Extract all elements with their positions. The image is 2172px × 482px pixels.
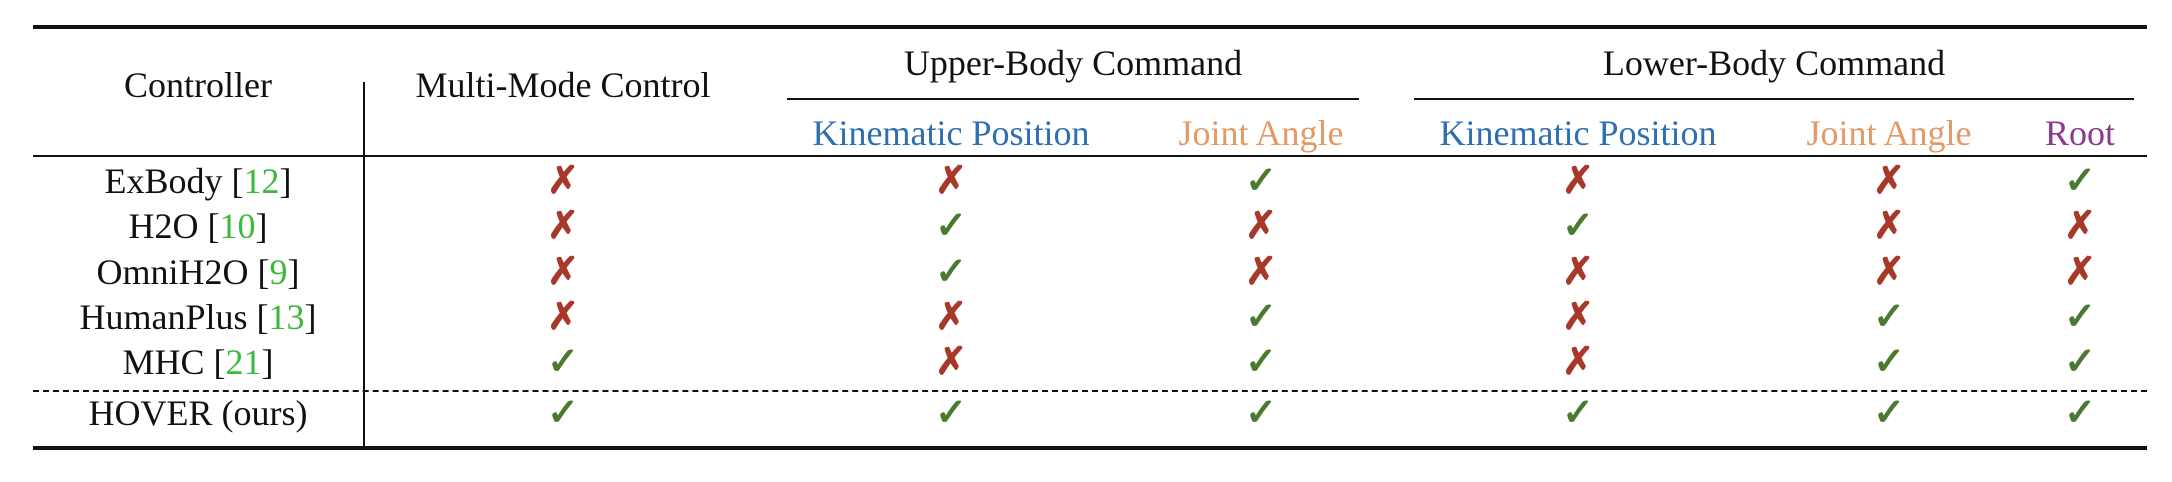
citation-link[interactable]: 12 xyxy=(243,161,280,201)
mark-lower-joint: ✗ xyxy=(1873,251,1905,293)
subheader-lower-root: Root xyxy=(2044,113,2116,153)
mark-lower-joint: ✓ xyxy=(1873,341,1905,383)
controller-name: MHC [21] xyxy=(122,342,274,382)
top-rule xyxy=(33,25,2147,29)
mark-upper-kinematic: ✗ xyxy=(935,296,967,338)
lower-body-underline xyxy=(1414,98,2134,100)
mark-lower-joint: ✓ xyxy=(1873,392,1905,434)
ours-separator-dashed xyxy=(33,390,2147,392)
header-lower-body: Lower-Body Command xyxy=(1602,43,1946,83)
header-multi-mode: Multi-Mode Control xyxy=(415,65,711,105)
mark-upper-kinematic: ✓ xyxy=(935,392,967,434)
mark-lower-kinematic: ✓ xyxy=(1562,205,1594,247)
mark-lower-kinematic: ✗ xyxy=(1562,160,1594,202)
subheader-lower-kinematic: Kinematic Position xyxy=(1439,113,1717,153)
mark-upper-kinematic: ✗ xyxy=(935,341,967,383)
mark-upper-joint: ✓ xyxy=(1245,160,1277,202)
mark-upper-kinematic: ✓ xyxy=(935,251,967,293)
mark-lower-root: ✓ xyxy=(2064,341,2096,383)
mark-multi-mode: ✗ xyxy=(547,205,579,247)
mark-lower-root: ✗ xyxy=(2064,251,2096,293)
subheader-lower-joint: Joint Angle xyxy=(1806,113,1972,153)
mark-lower-root: ✓ xyxy=(2064,160,2096,202)
controller-name: H2O [10] xyxy=(128,206,268,246)
mark-lower-kinematic: ✓ xyxy=(1562,392,1594,434)
bottom-rule xyxy=(33,446,2147,450)
mark-lower-root: ✓ xyxy=(2064,392,2096,434)
controller-name: HOVER (ours) xyxy=(88,393,308,433)
mark-upper-joint: ✓ xyxy=(1245,296,1277,338)
citation-link[interactable]: 10 xyxy=(219,206,256,246)
mark-upper-kinematic: ✗ xyxy=(935,160,967,202)
mark-upper-joint: ✗ xyxy=(1245,205,1277,247)
header-controller: Controller xyxy=(124,65,272,105)
citation-link[interactable]: 9 xyxy=(269,252,288,292)
mark-upper-joint: ✗ xyxy=(1245,251,1277,293)
controller-column-divider xyxy=(363,82,365,446)
mark-multi-mode: ✓ xyxy=(547,392,579,434)
controller-name: ExBody [12] xyxy=(104,161,292,201)
mark-lower-kinematic: ✗ xyxy=(1562,341,1594,383)
mark-multi-mode: ✗ xyxy=(547,160,579,202)
header-bottom-rule xyxy=(33,155,2147,157)
mark-upper-joint: ✓ xyxy=(1245,341,1277,383)
mark-lower-kinematic: ✗ xyxy=(1562,296,1594,338)
mark-lower-root: ✓ xyxy=(2064,296,2096,338)
citation-link[interactable]: 21 xyxy=(225,342,262,382)
subheader-upper-kinematic: Kinematic Position xyxy=(812,113,1090,153)
mark-lower-root: ✗ xyxy=(2064,205,2096,247)
controller-name: OmniH2O [9] xyxy=(96,252,300,292)
header-upper-body: Upper-Body Command xyxy=(903,43,1243,83)
controller-name: HumanPlus [13] xyxy=(79,297,317,337)
mark-upper-kinematic: ✓ xyxy=(935,205,967,247)
mark-multi-mode: ✗ xyxy=(547,251,579,293)
mark-lower-kinematic: ✗ xyxy=(1562,251,1594,293)
citation-link[interactable]: 13 xyxy=(268,297,305,337)
mark-lower-joint: ✗ xyxy=(1873,205,1905,247)
mark-lower-joint: ✓ xyxy=(1873,296,1905,338)
mark-upper-joint: ✓ xyxy=(1245,392,1277,434)
mark-multi-mode: ✓ xyxy=(547,341,579,383)
upper-body-underline xyxy=(787,98,1359,100)
mark-multi-mode: ✗ xyxy=(547,296,579,338)
mark-lower-joint: ✗ xyxy=(1873,160,1905,202)
subheader-upper-joint: Joint Angle xyxy=(1178,113,1344,153)
